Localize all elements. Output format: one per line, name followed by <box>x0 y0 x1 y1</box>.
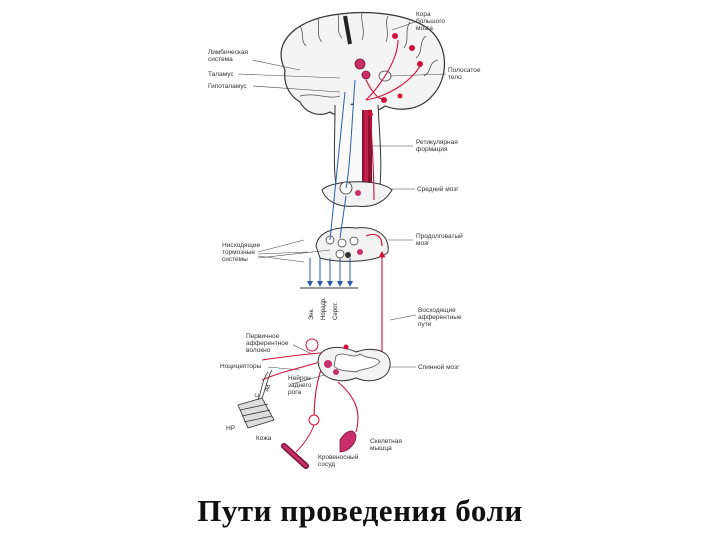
ascending-paths <box>261 39 421 433</box>
nociceptors-label: Ноцицепторы <box>220 363 262 370</box>
vessel <box>281 443 309 469</box>
transmitter-serot-label: Серот. <box>333 302 339 320</box>
spinal-cord-label: Спинной мозг <box>418 363 460 371</box>
fiber-c-label: С <box>254 392 261 399</box>
spinal-cord-section <box>305 338 391 382</box>
thalamus-label: Таламус <box>208 71 234 78</box>
muscle <box>339 430 357 453</box>
skin-label: Кожа <box>256 435 272 442</box>
hypothalamus-label: Гипоталамус <box>208 83 247 90</box>
brain <box>280 11 446 116</box>
midbrain-section <box>321 181 393 207</box>
sympathetic-neuron <box>295 414 320 453</box>
transmitter-enk-label: Энк. <box>309 308 315 320</box>
descending-paths <box>300 79 358 289</box>
slide-title: Пути проведения боли <box>197 493 523 528</box>
leader-lines <box>237 21 447 385</box>
transmitter-noradr-label: Норадр. <box>321 297 327 320</box>
medulla-section <box>315 227 389 262</box>
fiber-adelta-label: Аδ <box>264 383 272 393</box>
skin-receptors <box>237 369 275 429</box>
midbrain-label: Средний мозг <box>417 185 459 193</box>
hp-label: НР <box>226 425 235 432</box>
